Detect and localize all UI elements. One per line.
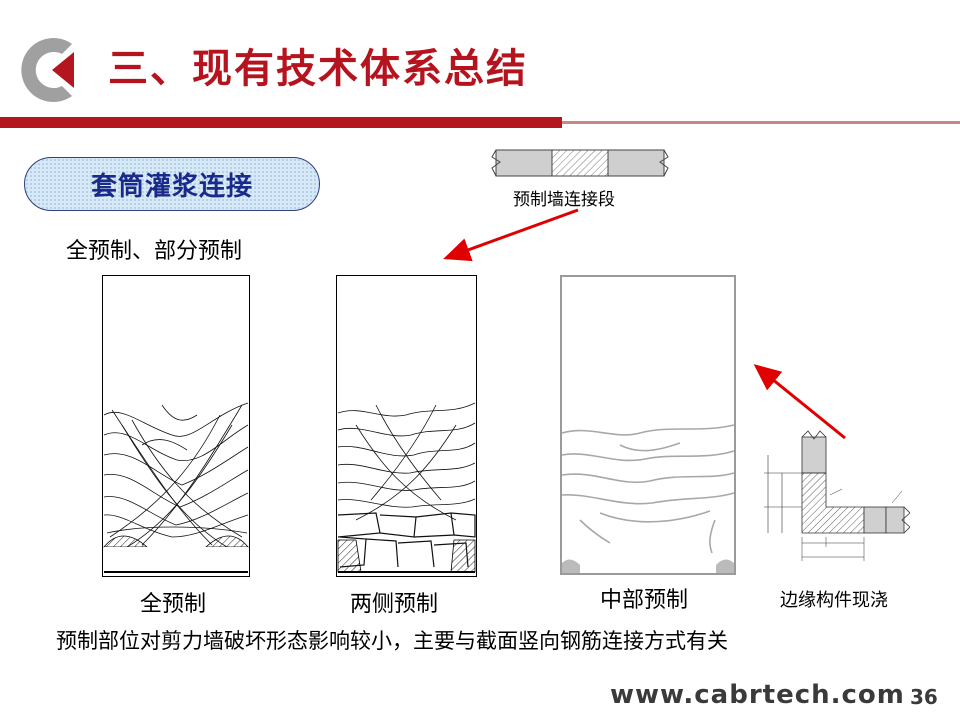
full-partial-label: 全预制、部分预制 <box>66 239 243 264</box>
specimen-side-precast-crack-pattern <box>336 275 477 577</box>
title-underline-thin <box>562 121 960 124</box>
edge-member-detail-diagram <box>764 430 910 561</box>
wall-connection-caption: 预制墙连接段 <box>513 190 615 210</box>
arrow-to-wall-strip <box>443 208 579 262</box>
caption-side-precast: 两侧预制 <box>350 592 439 617</box>
summary-text: 预制部位对剪力墙破坏形态影响较小，主要与截面竖向钢筋连接方式有关 <box>56 629 728 653</box>
topic-label: 套筒灌浆连接 <box>90 171 253 202</box>
caption-full-precast: 全预制 <box>140 592 207 617</box>
topic-pill: 套筒灌浆连接 <box>24 157 320 211</box>
page-number: 36 <box>910 685 938 709</box>
specimen-full-precast-crack-pattern <box>102 275 250 577</box>
title-underline-bar <box>0 117 562 128</box>
company-logo <box>21 38 74 102</box>
website-url: www.cabrtech.com <box>610 680 905 710</box>
caption-middle-precast: 中部预制 <box>600 588 689 613</box>
wall-connection-diagram <box>491 149 669 177</box>
caption-edge-cast: 边缘构件现浇 <box>780 590 888 611</box>
specimen-middle-precast-crack-pattern <box>560 275 736 575</box>
page-title: 三、现有技术体系总结 <box>108 46 528 92</box>
